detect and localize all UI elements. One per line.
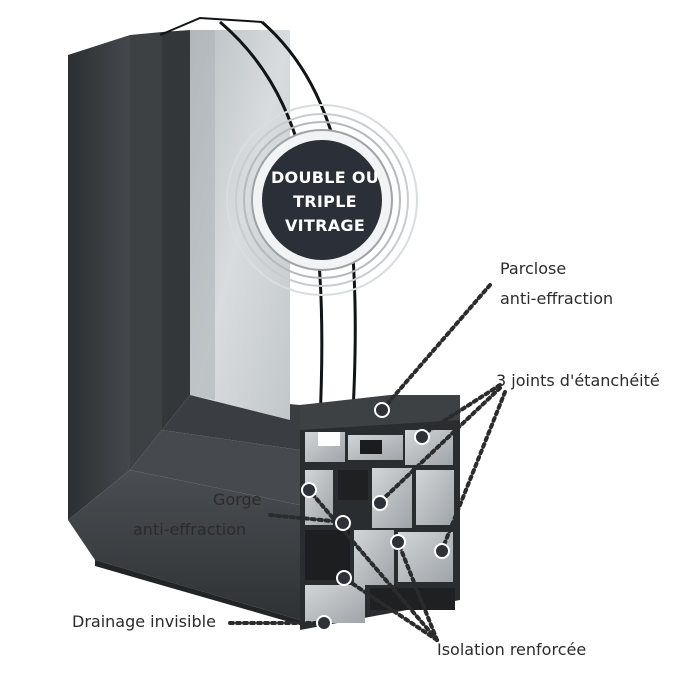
badge-line-3: VITRAGE <box>284 216 366 235</box>
window-frame <box>68 30 300 625</box>
label-gorge-title: Gorge <box>213 490 262 509</box>
badge-line-2: TRIPLE <box>293 192 357 211</box>
callout-dots <box>301 402 450 631</box>
label-isolation: Isolation renforcée <box>437 640 587 659</box>
label-joints: 3 joints d'étanchéité <box>496 371 660 390</box>
glazing-badge <box>226 104 418 296</box>
glazing-badge-text: DOUBLE OU TRIPLE VITRAGE <box>250 166 400 238</box>
leader-lines <box>228 283 507 642</box>
badge-line-1: DOUBLE OU <box>270 168 380 187</box>
profile-cross-section <box>300 395 460 630</box>
label-parclose-subtitle: anti-effraction <box>500 289 614 308</box>
label-parclose-title: Parclose <box>500 259 567 278</box>
label-gorge-subtitle: anti-effraction <box>133 520 247 539</box>
label-drainage: Drainage invisible <box>72 612 216 631</box>
